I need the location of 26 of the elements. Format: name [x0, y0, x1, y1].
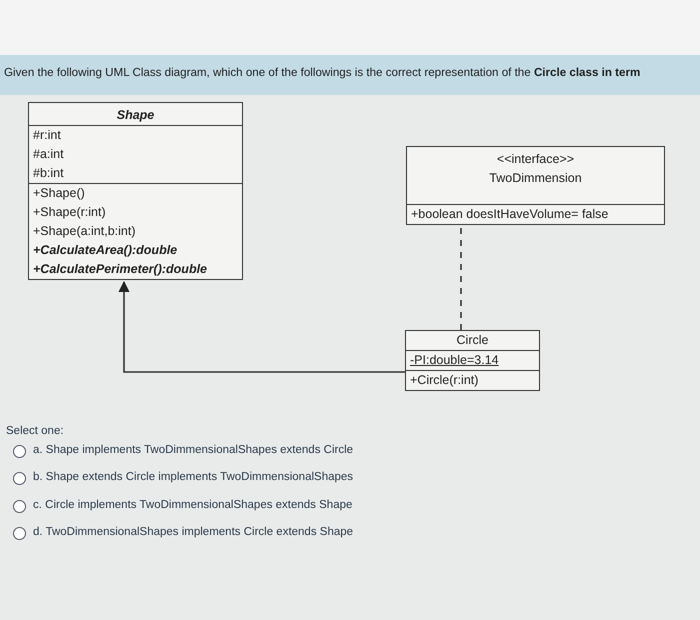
answer-option: d. TwoDimmensionalShapes implements Circle extends Shape: [33, 526, 354, 538]
class-member: +CalculateArea():double: [32, 242, 178, 259]
class-name: Shape: [29, 103, 242, 126]
answer-option: a. Shape implements TwoDimmensionalShapes extends Circle: [33, 444, 354, 456]
class-box: [405, 330, 540, 391]
class-member: #b:int: [29, 164, 242, 184]
class-member: -PI:double=3.14: [406, 351, 539, 371]
class-box: [28, 102, 243, 280]
class-member: #r:int: [32, 127, 62, 144]
answer-option: c. Circle implements TwoDimmensionalShapes extends Shape: [33, 499, 352, 511]
class-name: <<interface>>: [496, 151, 576, 168]
class-member: TwoDimmension: [407, 169, 664, 205]
class-member: #a:int: [32, 146, 65, 163]
class-member: +boolean doesItHaveVolume= false: [410, 206, 610, 223]
class-name: Circle: [406, 331, 539, 351]
prompt-text: Select one:: [6, 425, 64, 437]
class-member: +Shape(a:int,b:int): [32, 223, 136, 240]
class-member: +CalculatePerimeter():double: [32, 261, 208, 278]
inheritance-arrow: [118, 280, 405, 373]
class-member: +Shape(r:int): [32, 204, 107, 221]
question-text: Given the following UML Class diagram, which one of the followings is the correct representation of the Circle class in term: [4, 66, 640, 79]
answer-option: b. Shape extends Circle implements TwoDimmensionalShapes: [33, 471, 354, 483]
class-member: +Shape(): [32, 185, 86, 202]
class-member: +Circle(r:int): [409, 372, 480, 389]
interface-box: [406, 146, 665, 225]
realization-line: [460, 225, 462, 330]
